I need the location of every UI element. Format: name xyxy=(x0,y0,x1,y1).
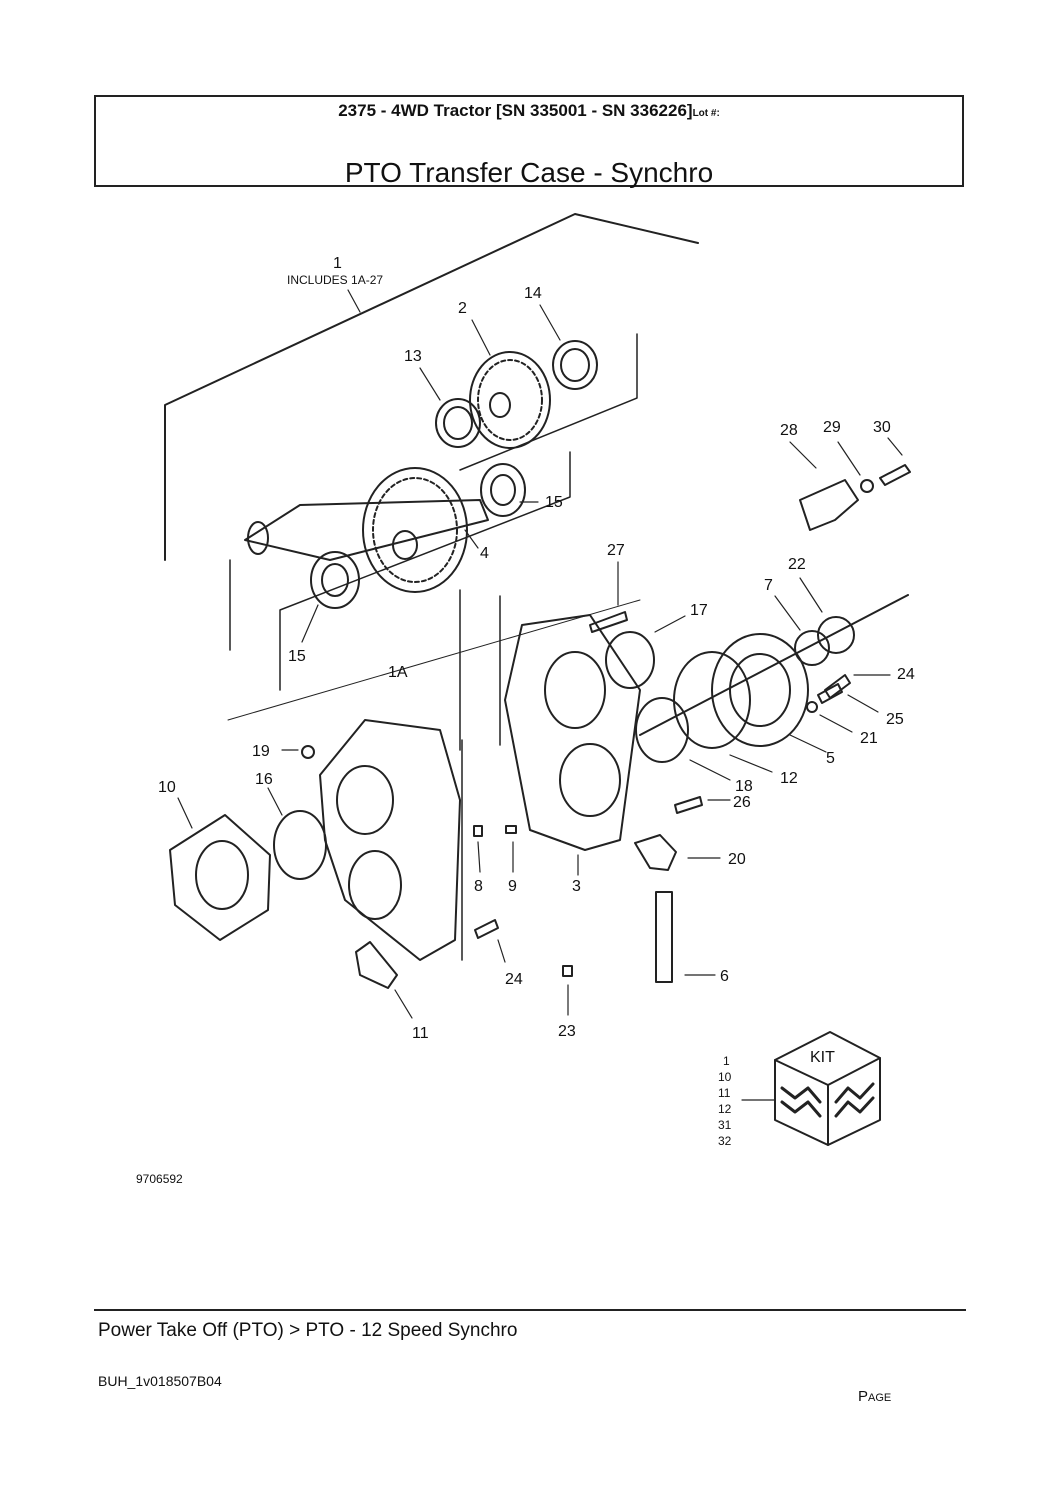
bolt-26 xyxy=(674,796,703,814)
gear-4 xyxy=(362,467,468,593)
kit-item-11: 11 xyxy=(718,1086,731,1100)
housing-rear xyxy=(319,719,461,961)
bolt-6 xyxy=(655,891,673,983)
callout-12: 12 xyxy=(780,770,798,787)
kit-item-1: 1 xyxy=(723,1054,730,1068)
callout-15-lower: 15 xyxy=(288,648,306,665)
callout-1-note: INCLUDES 1A-27 xyxy=(287,273,383,287)
breadcrumb: Power Take Off (PTO) > PTO - 12 Speed Sy… xyxy=(98,1320,518,1341)
callout-25: 25 xyxy=(886,711,904,728)
bearing-7 xyxy=(794,630,830,666)
callout-17: 17 xyxy=(690,602,708,619)
pin-8 xyxy=(473,825,483,837)
callout-28: 28 xyxy=(780,422,798,439)
page-label: Page xyxy=(858,1388,892,1405)
pin-9 xyxy=(505,825,517,834)
callout-16: 16 xyxy=(255,771,273,788)
kit-item-10: 10 xyxy=(718,1070,732,1084)
fitting-20 xyxy=(634,834,677,871)
seal-22 xyxy=(817,616,855,654)
callout-11: 11 xyxy=(412,1025,429,1042)
subassembly-1a-bracket xyxy=(279,451,571,691)
plate-10 xyxy=(169,814,271,941)
assembly-bracket-right xyxy=(639,594,909,736)
o-ring-17 xyxy=(605,631,655,689)
washer-29 xyxy=(860,479,874,493)
kit-item-12: 12 xyxy=(718,1102,732,1116)
footer-divider xyxy=(94,1309,966,1311)
o-ring-16 xyxy=(273,810,327,880)
bolt-24-lower xyxy=(474,919,499,939)
callout-23: 23 xyxy=(558,1023,576,1040)
model-title: 2375 - 4WD Tractor [SN 335001 - SN 33622… xyxy=(338,101,693,120)
bolt-25 xyxy=(817,683,843,704)
kit-label: KIT xyxy=(810,1049,835,1066)
callout-8: 8 xyxy=(474,878,483,895)
bearing-cone-15-left xyxy=(310,551,360,609)
plug-23 xyxy=(562,965,573,977)
callout-24-lower: 24 xyxy=(505,971,523,988)
kit-item-31: 31 xyxy=(718,1118,732,1132)
bearing-cone-15-right xyxy=(480,463,526,517)
kit-logo-left xyxy=(780,1086,822,1118)
shaft-4 xyxy=(244,499,489,561)
washer-21 xyxy=(806,701,818,713)
nut-19 xyxy=(301,745,315,759)
callout-3: 3 xyxy=(572,878,581,895)
callout-26: 26 xyxy=(733,794,751,811)
housing-3 xyxy=(504,614,641,851)
document-code: BUH_1v018507B04 xyxy=(98,1373,222,1389)
callout-15-upper: 15 xyxy=(545,494,563,511)
figure-number: 9706592 xyxy=(136,1172,183,1186)
callout-4: 4 xyxy=(480,545,489,562)
kit-item-32: 32 xyxy=(718,1134,732,1148)
callout-30: 30 xyxy=(873,419,891,436)
callout-7: 7 xyxy=(764,577,773,594)
gear-2 xyxy=(469,351,551,449)
callout-2: 2 xyxy=(458,300,467,317)
gasket-12 xyxy=(673,651,751,749)
bolt-24-upper xyxy=(824,674,851,699)
page-title: PTO Transfer Case - Synchro xyxy=(344,157,714,188)
callout-19: 19 xyxy=(252,743,270,760)
plate-11 xyxy=(355,941,398,989)
callout-9: 9 xyxy=(508,878,517,895)
callout-21: 21 xyxy=(860,730,878,747)
bearing-cup-13 xyxy=(435,398,481,448)
callout-27: 27 xyxy=(607,542,625,559)
callout-13: 13 xyxy=(404,348,422,365)
o-ring-18 xyxy=(635,697,689,763)
callout-1a: 1A xyxy=(388,664,408,681)
callout-5: 5 xyxy=(826,750,835,767)
callout-6: 6 xyxy=(720,968,729,985)
callout-20: 20 xyxy=(728,851,746,868)
kit-logo-right xyxy=(834,1082,875,1118)
bearing-cup-14 xyxy=(552,340,598,390)
kit-box xyxy=(774,1031,881,1146)
header-box: 2375 - 4WD Tractor [SN 335001 - SN 33622… xyxy=(94,95,964,188)
callout-18: 18 xyxy=(735,778,753,795)
callout-1: 1 xyxy=(333,255,342,272)
document-title: 2375 - 4WD Tractor [SN 335001 - SN 33622… xyxy=(96,101,962,121)
bolt-30 xyxy=(879,464,911,486)
cover-5 xyxy=(711,633,809,747)
callout-24-upper: 24 xyxy=(897,666,915,683)
callout-10: 10 xyxy=(158,779,176,796)
callout-29: 29 xyxy=(823,419,841,436)
callout-22: 22 xyxy=(788,556,806,573)
callout-14: 14 xyxy=(524,285,542,302)
bolt-27 xyxy=(589,611,628,633)
lot-label: Lot #: xyxy=(692,108,720,119)
assembly-bracket xyxy=(164,213,699,561)
yoke-28 xyxy=(799,479,859,531)
